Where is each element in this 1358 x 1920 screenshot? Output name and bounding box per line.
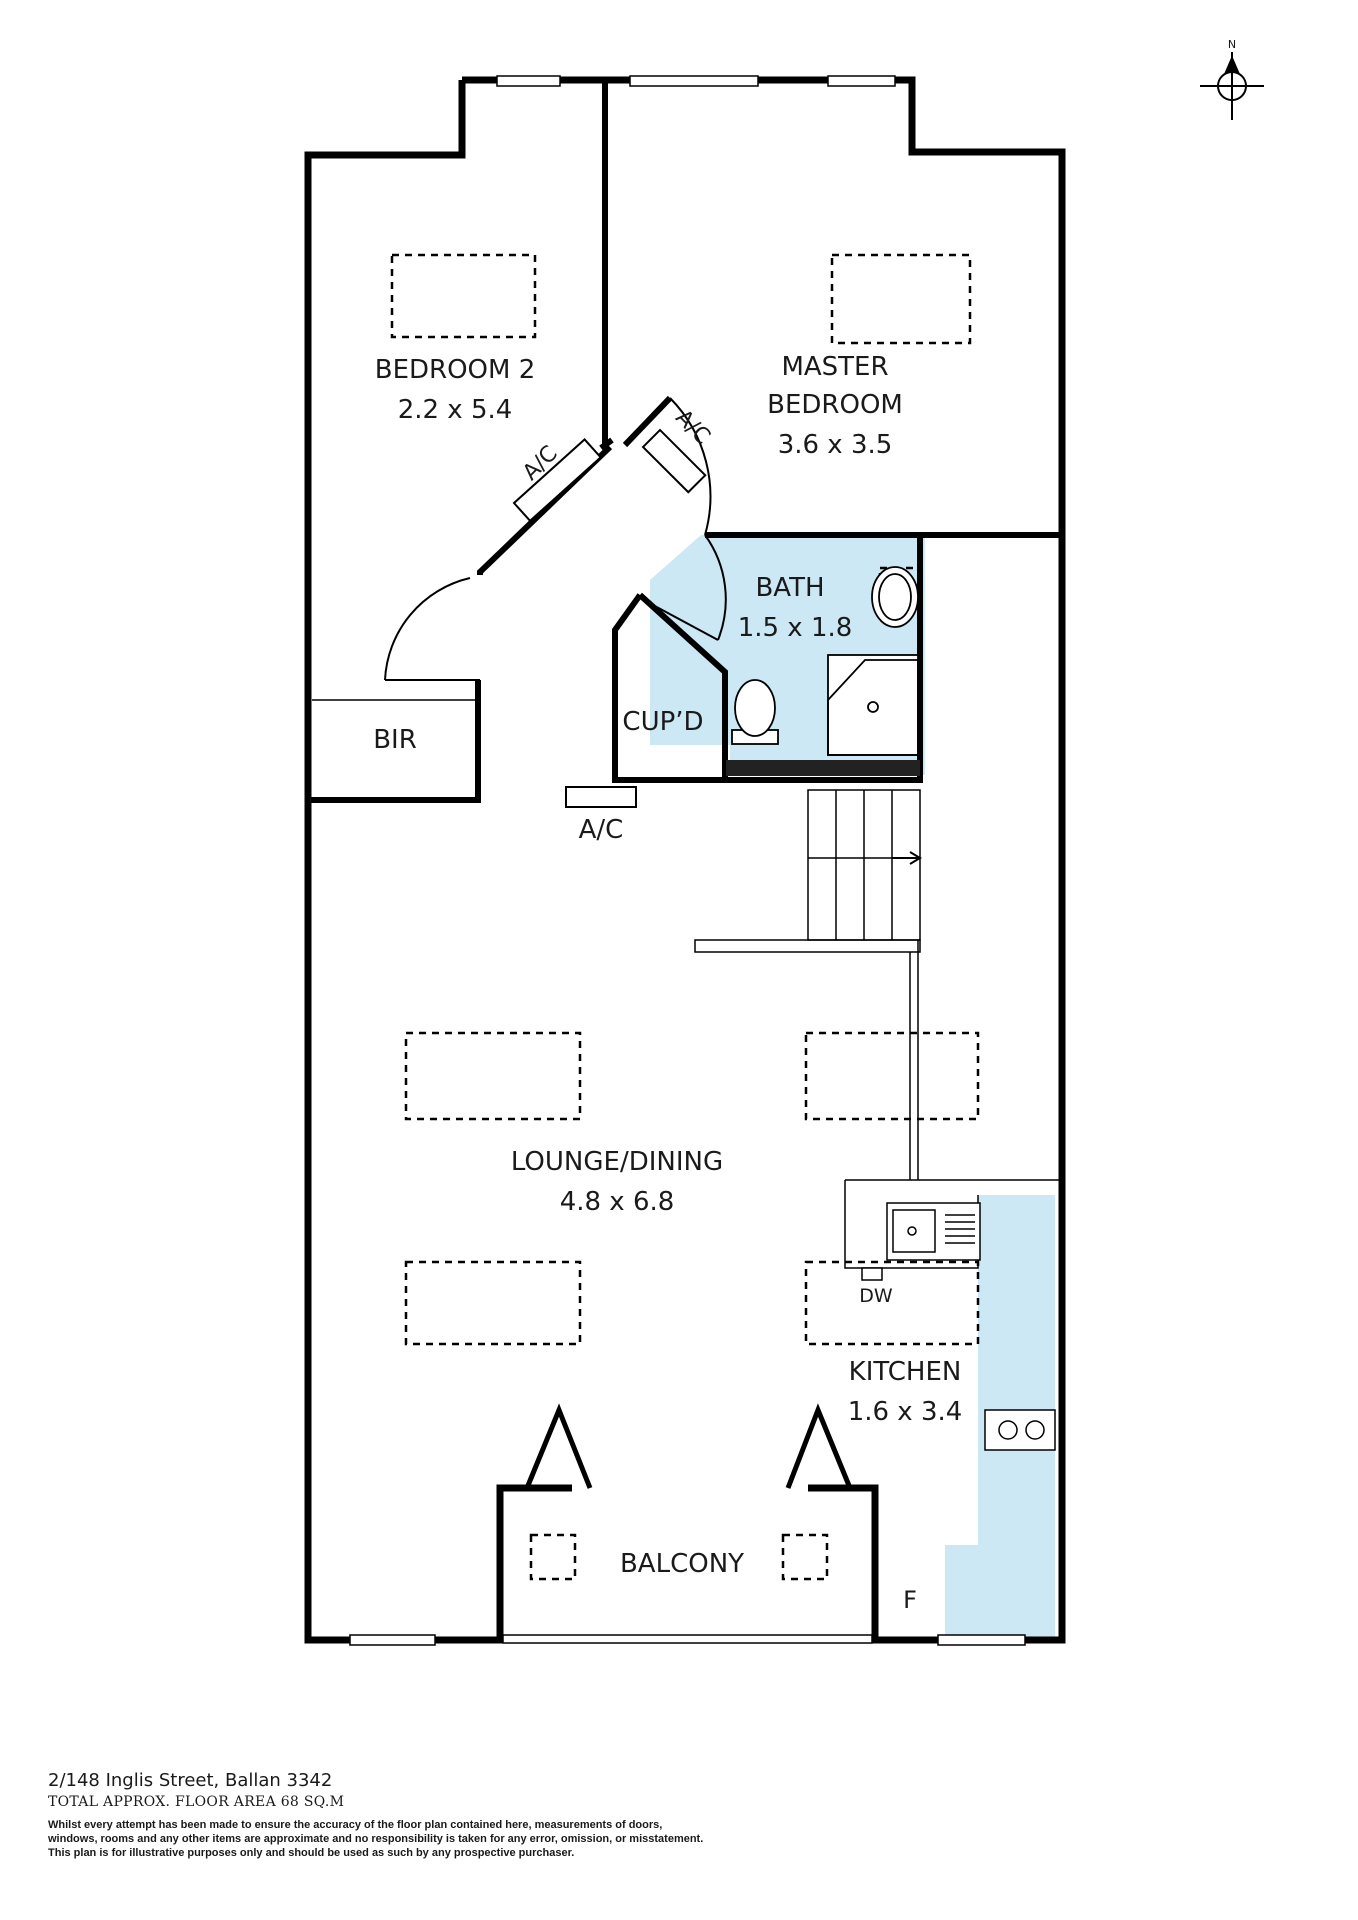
- compass-label: N: [1228, 38, 1236, 51]
- total-floor-area: TOTAL APPROX. FLOOR AREA 68 SQ.M: [48, 1794, 345, 1810]
- cupd-label: CUP’D: [622, 707, 703, 737]
- bir-label: BIR: [373, 725, 417, 755]
- bath-size: 1.5 x 1.8: [738, 613, 853, 643]
- disclaimer: Whilst every attempt has been made to en…: [48, 1818, 808, 1860]
- fridge-label: F: [903, 1586, 917, 1614]
- disclaimer-line: This plan is for illustrative purposes o…: [48, 1847, 575, 1859]
- balcony-door-panels: [524, 1403, 853, 1489]
- kitchen-fixtures: [844, 1179, 1060, 1451]
- window-gap-2: [629, 75, 759, 87]
- disclaimer-line: windows, rooms and any other items are a…: [48, 1833, 704, 1845]
- master-name-1: MASTER: [781, 352, 888, 382]
- lounge-name: LOUNGE/DINING: [511, 1147, 723, 1177]
- interior-walls: [308, 80, 1062, 803]
- balcony-door-glazing: [502, 1634, 873, 1644]
- ac-label-lounge: A/C: [579, 815, 624, 845]
- bath-fixtures: [731, 566, 919, 756]
- master-name-2: BEDROOM: [767, 390, 903, 420]
- dw-label: DW: [859, 1285, 893, 1307]
- window-gap-4: [349, 1634, 436, 1646]
- bedroom2-name: BEDROOM 2: [375, 355, 536, 385]
- ac-label-master: A/C: [670, 405, 714, 449]
- window-gap-1: [496, 75, 561, 87]
- bath-bench: [726, 760, 920, 776]
- door-swings: [384, 397, 727, 681]
- window-gap-5: [937, 1634, 1026, 1646]
- kitchen-size: 1.6 x 3.4: [848, 1397, 963, 1427]
- stair-arrow-icon: [892, 851, 922, 865]
- compass-icon: [1200, 52, 1264, 120]
- bath-name: BATH: [755, 573, 824, 603]
- balcony-label: BALCONY: [620, 1549, 744, 1579]
- kitchen-name: KITCHEN: [849, 1357, 962, 1387]
- disclaimer-line: Whilst every attempt has been made to en…: [48, 1819, 663, 1831]
- master-size: 3.6 x 3.5: [778, 430, 893, 460]
- ac-units: [512, 428, 707, 808]
- kitchen-wet-area: [845, 1195, 1055, 1638]
- staircase: [694, 789, 921, 1180]
- lounge-size: 4.8 x 6.8: [560, 1187, 675, 1217]
- bedroom2-size: 2.2 x 5.4: [398, 395, 513, 425]
- property-address: 2/148 Inglis Street, Ballan 3342: [48, 1770, 333, 1791]
- window-gap-3: [827, 75, 896, 87]
